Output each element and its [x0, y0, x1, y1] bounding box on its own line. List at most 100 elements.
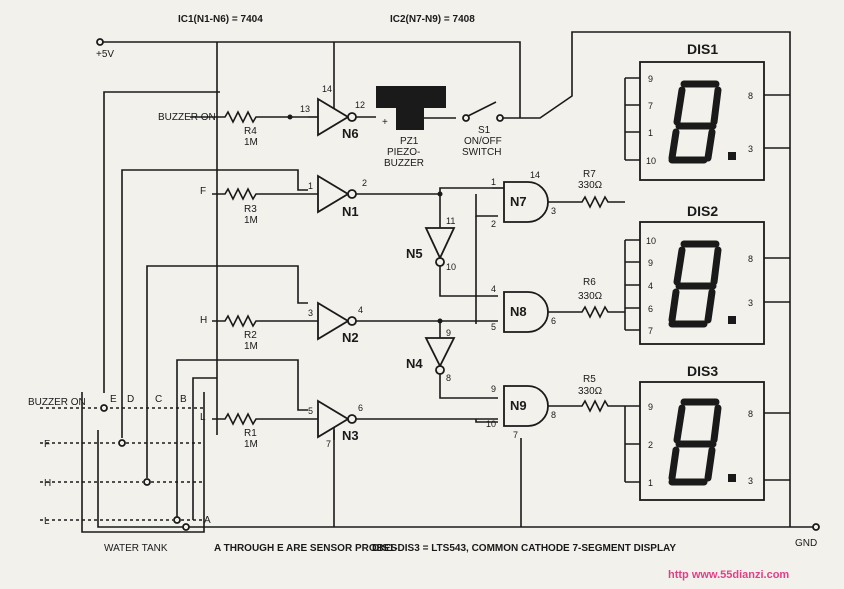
display-dis1	[624, 61, 790, 181]
r1-value: 1M	[244, 439, 258, 450]
input-l-label: L	[200, 412, 206, 423]
r2-name: R2	[244, 330, 257, 341]
n6-name: N6	[342, 126, 359, 141]
n5-name: N5	[406, 246, 423, 261]
dis2-pin: 6	[648, 304, 653, 314]
junction-dot	[437, 318, 443, 324]
n1-out-pin: 2	[362, 178, 367, 188]
level-f-label: F	[44, 439, 50, 450]
display-dis3	[624, 381, 790, 501]
resistor-r5	[572, 399, 625, 413]
water-tank-label: WATER TANK	[104, 543, 168, 554]
r2-value: 1M	[244, 341, 258, 352]
n3-gnd-pin: 7	[326, 439, 331, 449]
switch-line2: SWITCH	[462, 147, 501, 158]
dis3-pin: 3	[748, 476, 753, 486]
n8-name: N8	[510, 304, 527, 319]
n2-name: N2	[342, 330, 359, 345]
n8-in1-pin: 4	[491, 284, 496, 294]
vcc-rail	[96, 38, 521, 435]
buzzer-name: PZ1	[400, 136, 419, 147]
resistor-r7	[572, 195, 625, 209]
r4-name: R4	[244, 126, 257, 137]
dis1-pin: 7	[648, 101, 653, 111]
and-gate-n8	[503, 291, 572, 333]
dis1-pin: 8	[748, 91, 753, 101]
n3-out-pin: 6	[358, 403, 363, 413]
dis3-pin: 2	[648, 440, 653, 450]
n2-out-pin: 4	[358, 305, 363, 315]
inverter-n6	[308, 97, 376, 137]
n9-name: N9	[510, 398, 527, 413]
dis3-pin: 8	[748, 409, 753, 419]
n6-out-pin: 12	[355, 100, 365, 110]
n4-in-pin: 9	[446, 328, 451, 338]
probe-c	[143, 478, 151, 486]
probe-e-label: E	[110, 394, 117, 405]
r5-name: R5	[583, 374, 596, 385]
n8-in2-pin: 5	[491, 322, 496, 332]
n1-in-pin: 1	[308, 181, 313, 191]
input-h-label: H	[200, 315, 207, 326]
level-l-label: L	[44, 516, 50, 527]
dis2-pin: 8	[748, 254, 753, 264]
n9-in1-pin: 9	[491, 384, 496, 394]
dis2-pin: 3	[748, 298, 753, 308]
junction-dot	[287, 114, 293, 120]
n6-vcc-pin: 14	[322, 84, 332, 94]
probe-d-label: D	[127, 394, 134, 405]
display-dis2	[624, 221, 790, 345]
level-h-label: H	[44, 478, 51, 489]
junction-dot	[437, 191, 443, 197]
resistor-r3	[212, 187, 298, 201]
r7-value: 330Ω	[578, 180, 603, 191]
probes-note: A THROUGH E ARE SENSOR PROBES	[214, 543, 397, 554]
resistor-r2	[212, 314, 298, 328]
n4-out-pin: 8	[446, 373, 451, 383]
displays-note: DIS1-DIS3 = LTS543, COMMON CATHODE 7-SEG…	[372, 543, 676, 554]
input-f-label: F	[200, 186, 206, 197]
vcc-label: +5V	[96, 49, 114, 60]
n7-name: N7	[510, 194, 527, 209]
dis2-pin: 4	[648, 281, 653, 291]
r1-name: R1	[244, 428, 257, 439]
water-tank	[40, 377, 217, 533]
probe-d	[118, 439, 126, 447]
n2-in-pin: 3	[308, 308, 313, 318]
and-gate-n9	[503, 385, 572, 427]
resistor-r4	[190, 110, 308, 124]
r3-value: 1M	[244, 215, 258, 226]
n6-in-pin: 13	[300, 104, 310, 114]
buzzer-line2: BUZZER	[384, 158, 424, 169]
n7-vcc-pin: 14	[530, 170, 540, 180]
dis1-pin: 10	[646, 156, 656, 166]
n7-out-pin: 3	[551, 206, 556, 216]
n3-name: N3	[342, 428, 359, 443]
r5-value: 330Ω	[578, 386, 603, 397]
probe-b	[173, 516, 181, 524]
resistor-r6	[572, 305, 625, 319]
dis1-pin: 3	[748, 144, 753, 154]
ic2-label: IC2(N7-N9) = 7408	[390, 14, 475, 25]
gnd-label: GND	[795, 538, 817, 549]
dis2-pin: 9	[648, 258, 653, 268]
switch-name: S1	[478, 125, 491, 136]
buzzer-line1: PIEZO-	[387, 147, 420, 158]
onoff-switch	[462, 101, 520, 122]
n7-in2-pin: 2	[491, 219, 496, 229]
r7-name: R7	[583, 169, 596, 180]
dis1-title: DIS1	[687, 41, 718, 57]
probe-a	[182, 523, 190, 531]
probe-e	[100, 404, 108, 412]
ic1-label: IC1(N1-N6) = 7404	[178, 14, 263, 25]
n9-in2-pin: 10	[486, 419, 496, 429]
watermark: http www.55dianzi.com	[668, 569, 789, 581]
dis3-pin: 9	[648, 402, 653, 412]
n1-name: N1	[342, 204, 359, 219]
input-buzzer-on-label: BUZZER ON	[158, 112, 216, 123]
inverter-n5	[424, 194, 498, 297]
probe-a-label: A	[204, 515, 211, 526]
n9-in2-wire	[475, 419, 498, 423]
inverter-n3	[298, 399, 498, 440]
